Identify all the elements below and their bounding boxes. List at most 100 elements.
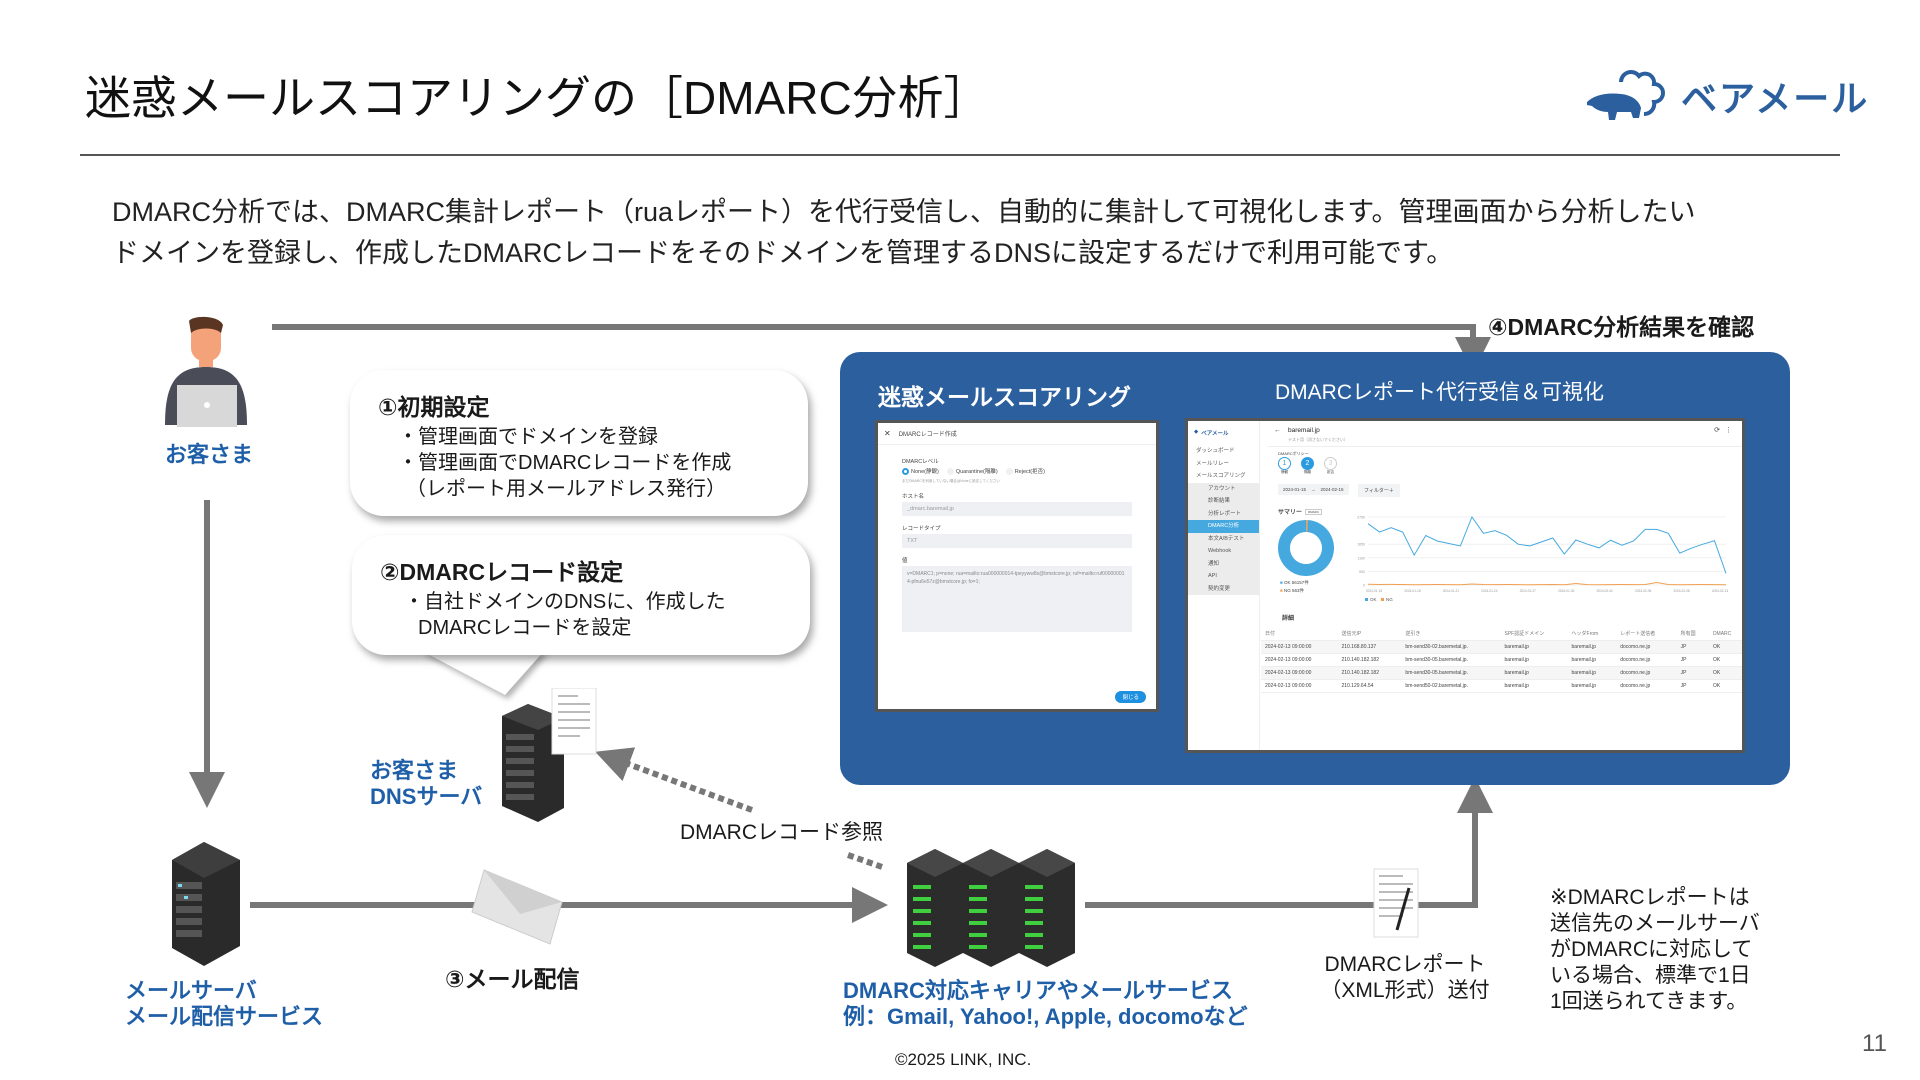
record-value-textarea[interactable]: v=DMARC1; p=none; rua=mailto:rua00000001… xyxy=(902,566,1132,632)
chart-legend-ok: OK xyxy=(1370,597,1377,602)
table-cell: 2024-02-13 09:00:00 xyxy=(1261,679,1338,693)
table-cell: JP xyxy=(1676,679,1709,693)
sidebar-item[interactable]: 通知 xyxy=(1188,557,1259,570)
legend-swatch xyxy=(1365,598,1368,601)
back-arrow-icon[interactable]: ← xyxy=(1274,427,1281,434)
x-tick-label: 2024-02-08 xyxy=(1673,589,1690,593)
sidebar-item[interactable]: 診断結果 xyxy=(1188,495,1259,508)
table-cell: JP xyxy=(1676,653,1709,667)
record-type-field[interactable]: TXT xyxy=(902,534,1132,548)
table-cell: baremail.jp xyxy=(1500,666,1568,680)
envelope-icon xyxy=(471,869,563,945)
sidebar-item[interactable]: DMARC分析 xyxy=(1188,520,1259,533)
report-document-icon xyxy=(1373,868,1419,938)
arrow-dmarc-lookup xyxy=(595,747,754,813)
dmarc-lookup-label: DMARCレコード参照 xyxy=(680,821,883,844)
header-divider xyxy=(80,154,1840,156)
sidebar-item[interactable]: メールリレー xyxy=(1196,460,1230,467)
radio-reject[interactable]: Reject(拒否) xyxy=(1005,467,1045,475)
radio-quarantine[interactable]: Quarantine(隔離) xyxy=(946,467,998,475)
arrow-dmarc-lookup-tail xyxy=(847,852,886,871)
panel-subtitle: DMARCレポート代行受信＆可視化 xyxy=(1275,381,1604,404)
filter-button[interactable]: フィルター＋ xyxy=(1358,484,1400,497)
step-circle: 3 xyxy=(1324,457,1337,470)
sidebar-item[interactable]: 本文A/Bテスト xyxy=(1188,532,1259,545)
close-icon[interactable]: ✕ xyxy=(884,429,891,438)
radio-none[interactable]: None(静観) xyxy=(902,467,939,475)
column-header[interactable]: SPF認証ドメイン xyxy=(1500,627,1568,641)
dns-server-label: お客さま DNSサーバ xyxy=(370,758,483,809)
table-cell: 210.140.182.182 xyxy=(1337,653,1402,667)
column-header[interactable]: 所有国 xyxy=(1676,627,1709,641)
baremail-logo: ベアメール xyxy=(1585,68,1869,124)
column-header[interactable]: 逆引き xyxy=(1401,627,1501,641)
table-cell: docomo.ne.jp xyxy=(1616,666,1677,680)
sidebar-item[interactable]: アカウント xyxy=(1188,482,1259,495)
sidebar-item[interactable]: 契約変更 xyxy=(1188,582,1259,595)
arrow-report-to-panel xyxy=(1085,777,1493,908)
step-circle: 1 xyxy=(1278,457,1291,470)
step-label: 静観 xyxy=(1281,470,1288,474)
column-header[interactable]: 送信元IP xyxy=(1337,627,1402,641)
table-cell: 210.140.182.182 xyxy=(1337,666,1402,680)
sidebar-item[interactable]: ダッシュボード xyxy=(1196,448,1235,454)
table-cell: 2024-02-13 09:00:00 xyxy=(1261,640,1338,654)
bubble2-tail xyxy=(420,650,545,695)
column-header[interactable]: DMARC xyxy=(1708,627,1742,641)
sidebar-item[interactable]: Webhook xyxy=(1188,545,1259,558)
column-header[interactable]: ヘッダFrom xyxy=(1567,627,1617,641)
y-tick-label: 1100 xyxy=(1357,556,1365,560)
dmarc-analysis-app: ◆ベアメール ダッシュボードメールリレーメールスコアリングアカウント診断結果分析… xyxy=(1185,418,1745,753)
slide-title: 迷惑メールスコアリングの［DMARC分析］ xyxy=(85,72,990,124)
step-label: 拒否 xyxy=(1327,470,1334,474)
table-cell: bm-send30-05.baremetal.jp. xyxy=(1401,666,1501,680)
arrow-right-icon: → xyxy=(1311,487,1316,492)
host-name-field[interactable]: _dmarc.baremail.jp xyxy=(902,502,1132,516)
carrier-servers-icon xyxy=(907,849,1075,967)
summary-tag: DMARC xyxy=(1305,508,1323,515)
mail-server-label: メールサーバ メール配信サービス xyxy=(125,978,324,1029)
series-line-ng xyxy=(1367,582,1727,586)
step4-label: ④DMARC分析結果を確認 xyxy=(1488,314,1755,340)
sidebar-item[interactable]: API xyxy=(1188,570,1259,583)
more-menu-icon[interactable]: ⋮ xyxy=(1725,427,1732,434)
sidebar-item[interactable]: メールスコアリング xyxy=(1196,473,1246,479)
sidebar-item[interactable]: 分析レポート xyxy=(1188,507,1259,520)
date-range-picker[interactable]: 2024-01-15→2024-02-15 xyxy=(1278,484,1349,495)
customer-label: お客さま xyxy=(165,442,254,467)
column-header[interactable]: レポート送信者 xyxy=(1616,627,1677,641)
report-send-label: DMARCレポート （XML形式）送付 xyxy=(1320,953,1490,1002)
radio-icon xyxy=(946,467,954,475)
legend-swatch xyxy=(1381,598,1384,601)
table-cell: baremail.jp xyxy=(1567,653,1617,667)
dmarc-record-modal: ✕ DMARCレコード作成 DMARCレベル None(静観) Quaranti… xyxy=(875,420,1159,712)
refresh-icon[interactable]: ⟳ xyxy=(1714,427,1720,434)
x-tick-label: 2024-01-18 xyxy=(1404,589,1421,593)
table-cell: bm-send30-02.baremetal.jp. xyxy=(1401,640,1501,654)
table-cell: OK xyxy=(1708,666,1742,680)
radio-selected-icon xyxy=(902,467,909,475)
page-number: 11 xyxy=(1862,1030,1887,1057)
chart-legend-ng: NG xyxy=(1386,597,1393,602)
arrow-customer-to-panel xyxy=(272,324,1491,373)
dmarc-report-note: ※DMARCレポートは 送信先のメールサーバ がDMARCに対応して いる場合、… xyxy=(1550,886,1760,1013)
table-cell: bm-send50-02.baremetal.jp. xyxy=(1401,679,1501,693)
close-button[interactable]: 閉じる xyxy=(1115,691,1146,703)
x-tick-label: 2024-02-02 xyxy=(1597,589,1614,593)
x-tick-label: 2024-02-05 xyxy=(1635,589,1652,593)
column-header[interactable]: 日付 xyxy=(1261,627,1338,641)
y-tick-label: 0 xyxy=(1363,584,1365,588)
table-cell: baremail.jp xyxy=(1567,666,1617,680)
scoring-panel: 迷惑メールスコアリング DMARCレポート代行受信＆可視化 ✕ DMARCレコー… xyxy=(840,352,1790,785)
dmarc-level-radios: None(静観) Quarantine(隔離) Reject(拒否) xyxy=(902,467,1132,475)
radio-icon xyxy=(1005,467,1013,475)
